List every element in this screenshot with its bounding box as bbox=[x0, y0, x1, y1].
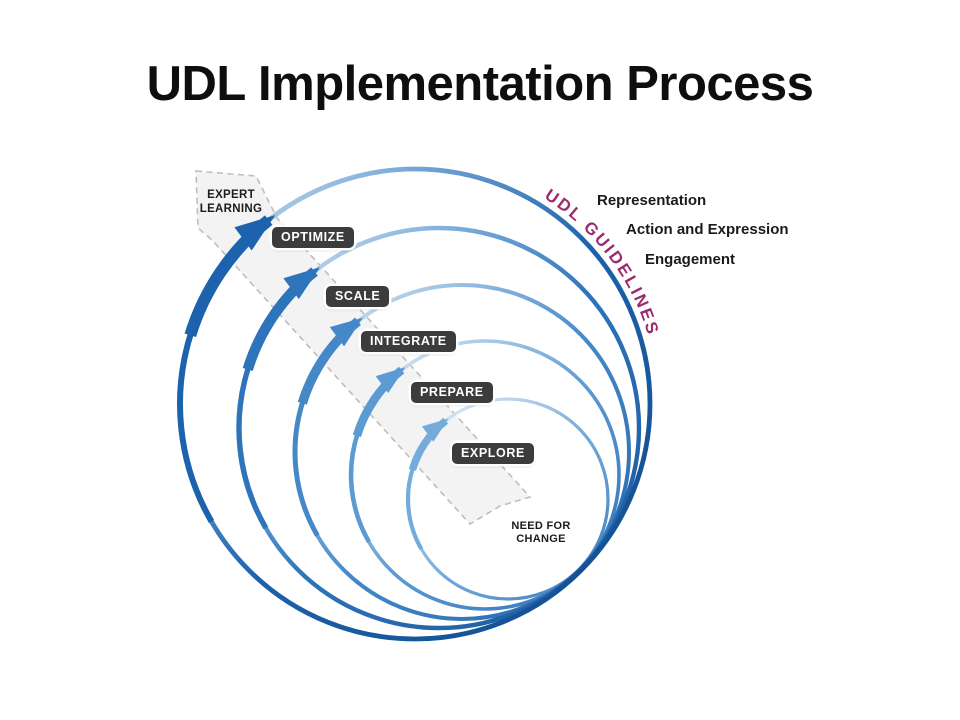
stage-arrowhead-explore bbox=[422, 418, 449, 442]
stage-arrowhead-scale bbox=[283, 267, 320, 300]
stage-arrow-shaft-outer bbox=[177, 330, 215, 523]
stage-badge-scale: SCALE bbox=[326, 286, 390, 307]
stage-arrowhead-integrate bbox=[329, 317, 363, 347]
stage-arrow-shaft-outer bbox=[405, 467, 424, 551]
stage-arrowhead-optimize bbox=[234, 215, 276, 251]
page-title: UDL Implementation Process bbox=[146, 57, 814, 111]
stage-badge-optimize: OPTIMIZE bbox=[272, 227, 354, 248]
stage-arrow-shaft-outer bbox=[348, 432, 371, 544]
stage-arrow-shaft-outer bbox=[292, 399, 320, 537]
guideline-item-engagement: Engagement bbox=[645, 251, 736, 268]
guideline-item-representation: Representation bbox=[597, 192, 707, 209]
stage-arrow-shaft-outer bbox=[236, 365, 269, 530]
stage-badge-prepare: PREPARE bbox=[411, 382, 493, 403]
stage-badge-explore: EXPLORE bbox=[452, 443, 534, 464]
guideline-item-action-expression: Action and Expression bbox=[626, 221, 789, 238]
goal-label-expert-learning: EXPERT LEARNING bbox=[199, 189, 263, 215]
stage-badge-integrate: INTEGRATE bbox=[361, 331, 456, 352]
origin-label-need-for-change: NEED FOR CHANGE bbox=[511, 520, 571, 546]
stage-arrowhead-prepare bbox=[375, 367, 406, 393]
